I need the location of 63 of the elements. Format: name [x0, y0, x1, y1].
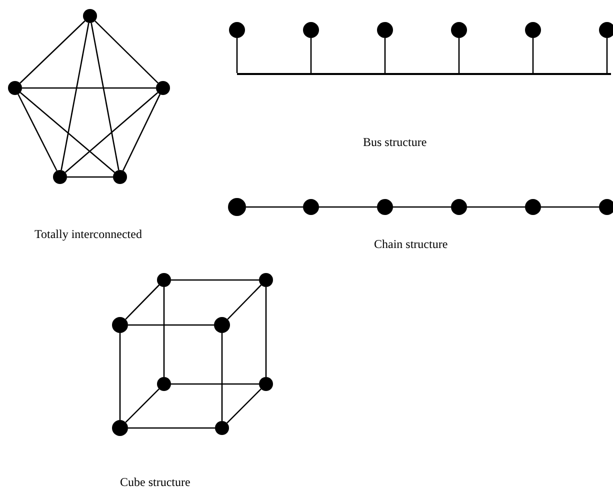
- connector-line: [265, 287, 267, 377]
- connector-line: [64, 92, 158, 173]
- connector-line: [227, 284, 262, 320]
- node-dot: [53, 170, 67, 184]
- connector-line: [171, 383, 259, 385]
- connector-line: [94, 20, 158, 84]
- node-dot: [525, 199, 541, 215]
- node-dot: [451, 199, 467, 215]
- connector-line: [236, 38, 238, 73]
- node-dot: [599, 199, 613, 215]
- node-dot: [8, 81, 22, 95]
- connector-line: [128, 427, 215, 429]
- node-dot: [377, 199, 393, 215]
- connector-line: [128, 324, 214, 326]
- connector-line: [18, 94, 58, 172]
- connector-line: [606, 38, 608, 73]
- connector-line: [20, 20, 86, 84]
- node-dot: [156, 81, 170, 95]
- node-dot: [228, 198, 246, 216]
- connector-line: [246, 206, 303, 208]
- connector-line: [125, 284, 160, 320]
- connector-line: [90, 22, 120, 170]
- structure-caption: Bus structure: [363, 135, 427, 150]
- connector-line: [458, 38, 460, 73]
- connector-line: [310, 38, 312, 73]
- node-dot: [259, 273, 273, 287]
- node-dot: [112, 317, 128, 333]
- connector-line: [541, 206, 599, 208]
- node-dot: [599, 22, 613, 38]
- node-dot: [83, 9, 97, 23]
- connector-line: [221, 333, 223, 421]
- connector-line: [119, 333, 121, 420]
- node-dot: [229, 22, 245, 38]
- structure-caption: Totally interconnected: [34, 227, 142, 242]
- connector-line: [122, 94, 161, 171]
- node-dot: [259, 377, 273, 391]
- connector-line: [20, 92, 116, 173]
- connector-line: [67, 176, 113, 178]
- node-dot: [214, 317, 230, 333]
- connector-line: [171, 279, 259, 281]
- node-dot: [303, 22, 319, 38]
- node-dot: [157, 377, 171, 391]
- connector-line: [319, 206, 377, 208]
- connector-line: [163, 287, 165, 377]
- connector-line: [60, 22, 90, 170]
- node-dot: [303, 199, 319, 215]
- node-dot: [215, 421, 229, 435]
- connector-line: [467, 206, 525, 208]
- node-dot: [525, 22, 541, 38]
- connector-line: [532, 38, 534, 73]
- node-dot: [377, 22, 393, 38]
- connector-line: [125, 388, 160, 423]
- node-dot: [113, 170, 127, 184]
- connector-line: [384, 38, 386, 73]
- connector-line: [393, 206, 451, 208]
- node-dot: [451, 22, 467, 38]
- node-dot: [157, 273, 171, 287]
- node-dot: [112, 420, 128, 436]
- structure-caption: Chain structure: [374, 237, 448, 252]
- bus-line: [237, 73, 611, 75]
- connector-line: [226, 388, 262, 424]
- structure-caption: Cube structure: [120, 475, 190, 490]
- connector-line: [22, 87, 156, 89]
